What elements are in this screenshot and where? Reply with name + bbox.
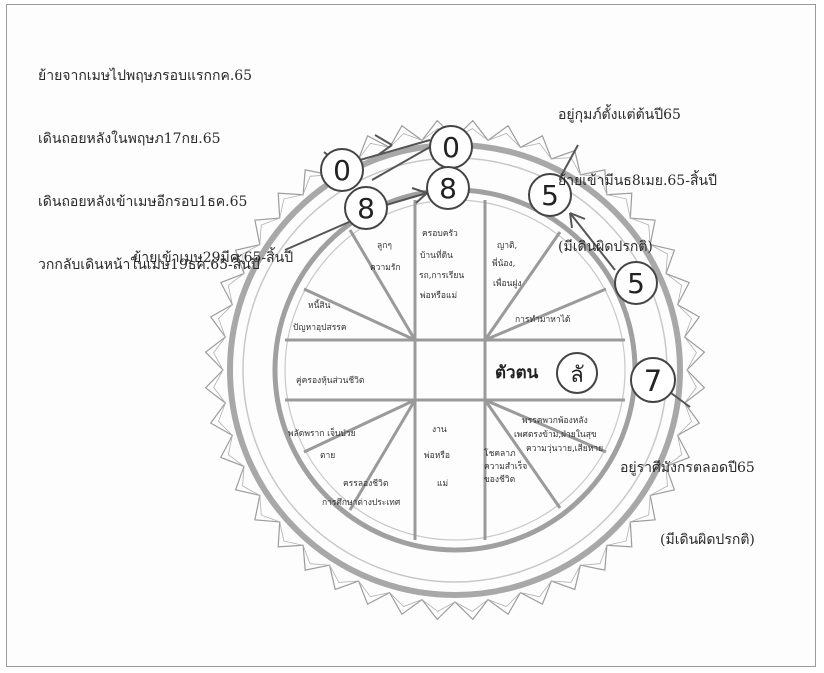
note-top-right-line-3: (มีเดินผิดปรกติ): [558, 236, 717, 258]
planet-five-inner-label: 5: [541, 179, 559, 212]
note-right-line-1: อยู่ราศีมังกรตลอดปี65: [620, 456, 755, 480]
planet-seven-label: 7: [644, 364, 662, 398]
note-top-left-line-1: ย้ายจากเมษไปพฤษภรอบแรกกค.65: [38, 66, 260, 87]
planet-eight-inner-label: 8: [439, 172, 457, 205]
house-self: ตัวตน: [495, 363, 539, 383]
planet-zero-inner: 0: [430, 126, 472, 168]
note-top-right-line-2: ย้ายเข้ามีนธ8เมย.65-สิ้นปี: [558, 170, 717, 192]
note-right-line-2: (มีเดินผิดปรกติ): [620, 528, 755, 552]
lagna-label: ลั: [570, 363, 583, 388]
planet-eight-inner: 8: [427, 167, 469, 209]
house-top-right: ญาติ, พี่น้อง, เพื่อนฝูง: [492, 241, 522, 289]
house-bottom-right-b: ความวุ่นวาย,เสียหาย: [526, 443, 603, 454]
note-top-left-line-3: เดินถอยหลังเข้าเมษอีกรอบ1ธค.65: [38, 192, 260, 213]
planet-zero-inner-label: 0: [442, 131, 460, 164]
planet-zero-outer-label: 0: [333, 154, 351, 187]
note-top-right-line-1: อยู่กุมภ์ตั้งแต่ต้นปี65: [558, 104, 717, 126]
planet-eight-outer-label: 8: [357, 192, 375, 225]
note-right: อยู่ราศีมังกรตลอดปี65 (มีเดินผิดปรกติ): [620, 408, 755, 576]
house-right-upper: การทำมาหาได้: [515, 314, 570, 325]
house-bottom-right-a: พรรคพวกพ้องหลัง เพศตรงข้าม,ฝ่ายในสุข: [514, 415, 597, 440]
planet-eight-outer: 8: [345, 187, 387, 229]
note-mid-left: ย้ายเข้าเมษ29มีค.65-สิ้นปี: [133, 248, 293, 269]
planet-zero-outer: 0: [321, 149, 363, 191]
house-left-middle: คู่ครองหุ้นส่วนชีวิต: [296, 375, 364, 386]
planet-seven: 7: [631, 358, 675, 402]
note-top-right: อยู่กุมภ์ตั้งแต่ต้นปี65 ย้ายเข้ามีนธ8เมย…: [558, 60, 717, 280]
house-top-left: ลูกๆ ความรัก: [370, 241, 401, 273]
house-bottom-center: งาน พ่อหรือ แม่: [424, 425, 453, 489]
lagna-marker: ลั: [557, 353, 597, 393]
note-top-left-line-2: เดินถอยหลังในพฤษภ17กย.65: [38, 129, 260, 150]
house-top-center: ครอบครัว บ้านที่ดิน รถ,การเรียน พ่อหรือแ…: [419, 229, 467, 301]
